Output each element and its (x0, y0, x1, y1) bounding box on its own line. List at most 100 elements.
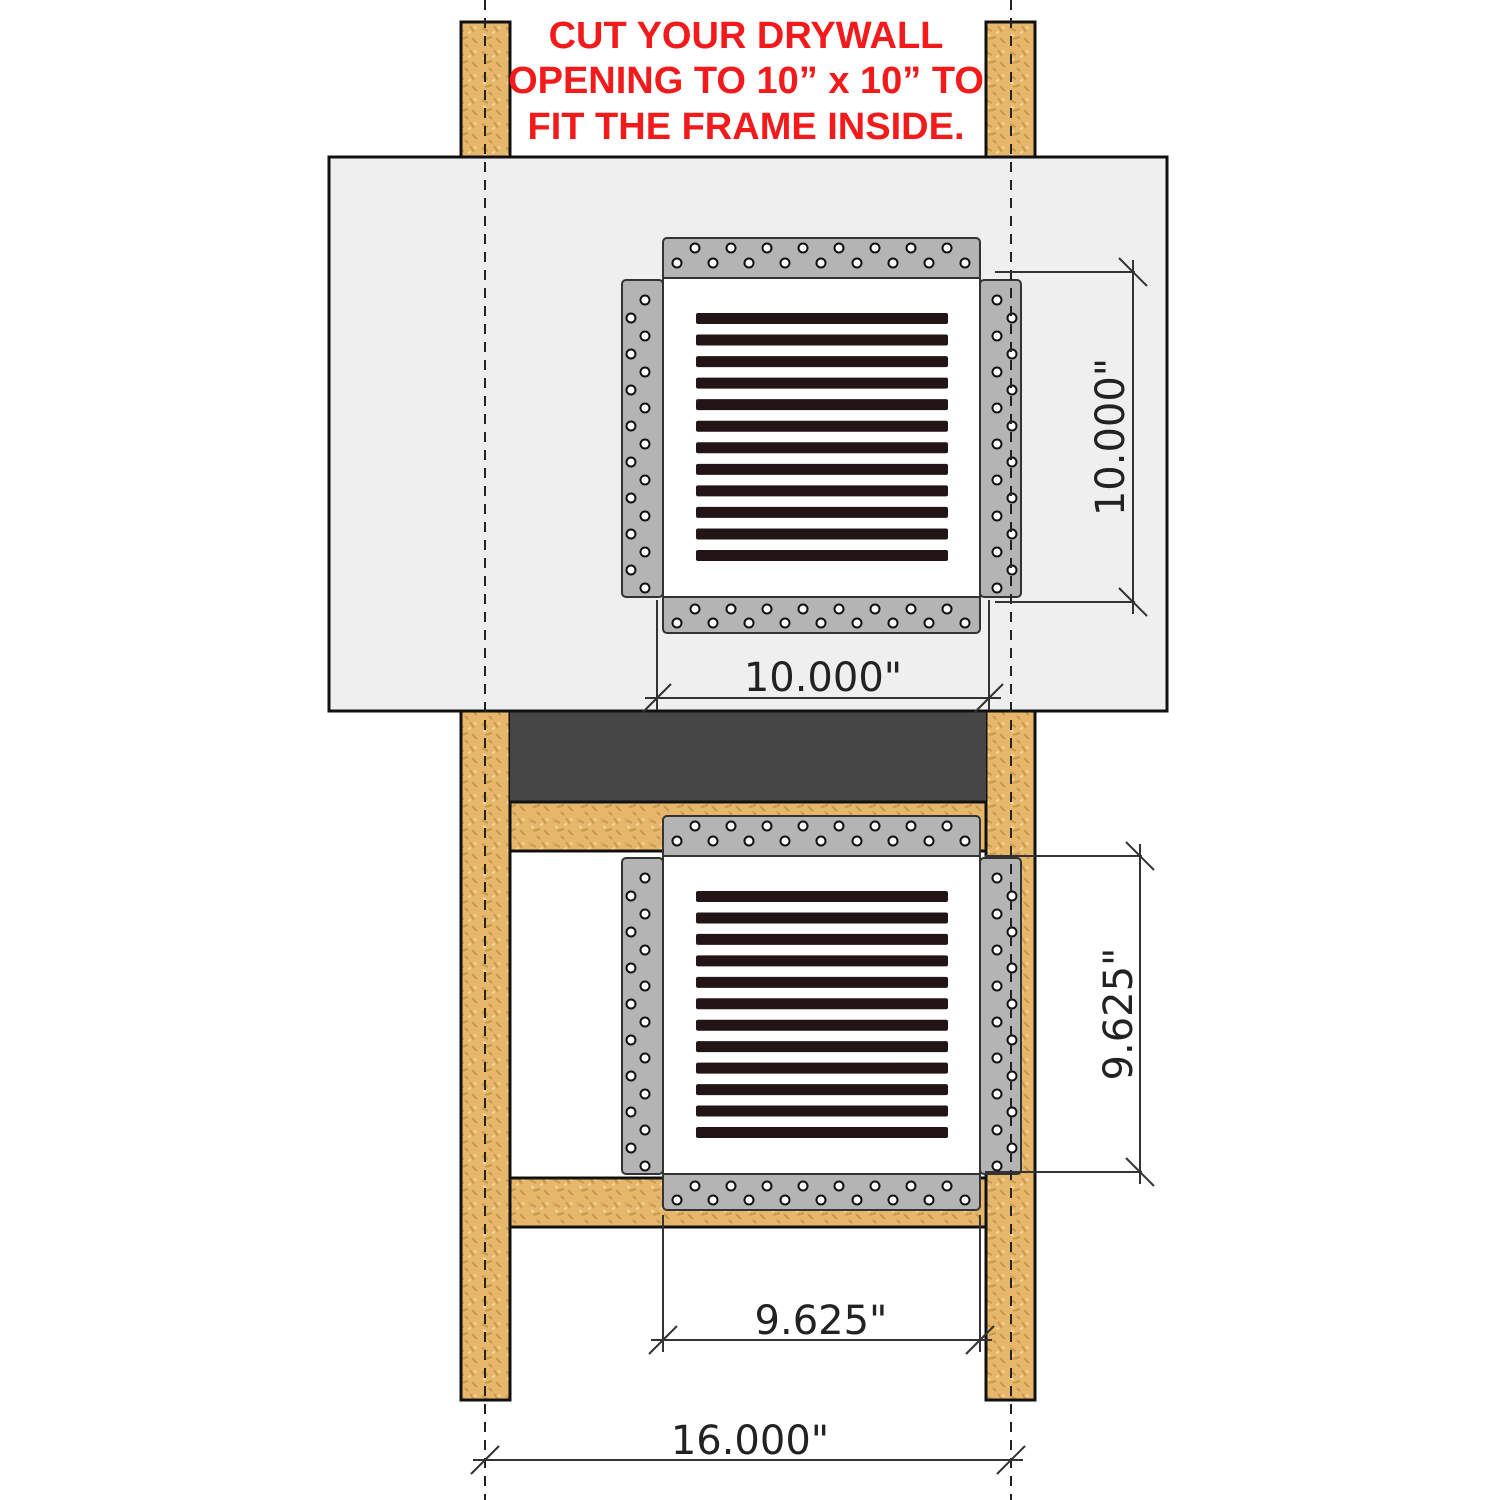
screw-hole (743, 1194, 755, 1206)
screw-hole (1006, 926, 1018, 938)
screw-hole (991, 438, 1003, 450)
screw-hole (815, 257, 827, 269)
screw-hole (797, 820, 809, 832)
screw-hole (905, 603, 917, 615)
screw-hole (671, 835, 683, 847)
screw-hole (991, 294, 1003, 306)
instruction-line-2: OPENING TO 10” x 10” TO (508, 60, 984, 102)
screw-hole (941, 820, 953, 832)
screw-hole (887, 617, 899, 629)
screw-hole (991, 582, 1003, 594)
screw-hole (761, 242, 773, 254)
screw-hole (905, 820, 917, 832)
register-slat (696, 1084, 948, 1096)
screw-hole (991, 1052, 1003, 1064)
screw-hole (851, 1194, 863, 1206)
screw-hole (1006, 1142, 1018, 1154)
dimension-tick (996, 1445, 1026, 1475)
instruction-line-3: FIT THE FRAME INSIDE. (528, 106, 965, 148)
dimension-tick (1125, 1157, 1155, 1187)
screw-hole (639, 908, 651, 920)
screw-hole (743, 257, 755, 269)
screw-hole (1006, 998, 1018, 1010)
register-slat (696, 1127, 948, 1138)
dimension-tick (642, 683, 672, 713)
screw-hole (639, 438, 651, 450)
screw-hole (625, 492, 637, 504)
screw-hole (639, 546, 651, 558)
screw-hole (887, 1194, 899, 1206)
screw-hole (815, 1194, 827, 1206)
screw-hole (639, 1016, 651, 1028)
register-slat (696, 998, 948, 1010)
screw-hole (725, 820, 737, 832)
screw-hole (761, 1180, 773, 1192)
screw-hole (639, 474, 651, 486)
screw-hole (779, 1194, 791, 1206)
screw-hole (639, 1088, 651, 1100)
screw-hole (639, 402, 651, 414)
dimension-tick (1118, 257, 1148, 287)
screw-hole (639, 1160, 651, 1172)
screw-hole (779, 835, 791, 847)
screw-hole (1006, 1106, 1018, 1118)
screw-hole (1006, 1034, 1018, 1046)
screw-hole (923, 1194, 935, 1206)
screw-hole (707, 257, 719, 269)
screw-hole (625, 456, 637, 468)
screw-hole (779, 257, 791, 269)
dim-stud-spacing-label: 16.000" (671, 1418, 829, 1464)
screw-hole (1006, 962, 1018, 974)
screw-hole (815, 835, 827, 847)
screw-hole (639, 872, 651, 884)
dimension-lines (470, 257, 1155, 1475)
register-face (662, 277, 981, 598)
screw-hole (905, 1180, 917, 1192)
screw-hole (725, 603, 737, 615)
instruction-line-1: CUT YOUR DRYWALL (549, 15, 944, 57)
register-slat (696, 550, 948, 561)
screw-hole (797, 242, 809, 254)
screw-hole (991, 1160, 1003, 1172)
screw-hole (887, 257, 899, 269)
screw-hole (625, 1070, 637, 1082)
screw-hole (671, 1194, 683, 1206)
screw-hole (625, 384, 637, 396)
screw-hole (991, 510, 1003, 522)
screw-hole (639, 980, 651, 992)
register-slat (696, 1105, 948, 1117)
screw-hole (941, 603, 953, 615)
screw-hole (923, 835, 935, 847)
dimension-tick (965, 1325, 995, 1355)
dimension-tick (1118, 587, 1148, 617)
screw-hole (991, 366, 1003, 378)
screw-hole (707, 835, 719, 847)
register-slat (696, 912, 948, 924)
screw-hole (625, 348, 637, 360)
dim-top-horizontal-label: 10.000" (744, 655, 902, 701)
screw-hole (707, 1194, 719, 1206)
screw-hole (941, 1180, 953, 1192)
screw-hole (991, 474, 1003, 486)
screw-hole (991, 1124, 1003, 1136)
dim-top-vertical-label: 10.000" (1088, 358, 1134, 516)
register-slat (696, 442, 948, 454)
screw-hole (797, 1180, 809, 1192)
register-slat (696, 976, 948, 988)
screw-hole (991, 1088, 1003, 1100)
dimension-tick (470, 1445, 500, 1475)
screw-hole (639, 330, 651, 342)
screw-hole (991, 908, 1003, 920)
screw-hole (625, 998, 637, 1010)
screw-hole (625, 1142, 637, 1154)
screw-hole (991, 546, 1003, 558)
register-slat (696, 313, 948, 324)
screw-hole (725, 242, 737, 254)
dim-bottom-horizontal-label: 9.625" (755, 1298, 888, 1344)
screw-hole (743, 617, 755, 629)
dimension-tick (648, 1325, 678, 1355)
screw-hole (639, 582, 651, 594)
screw-hole (761, 603, 773, 615)
screw-hole (625, 926, 637, 938)
screw-hole (625, 312, 637, 324)
